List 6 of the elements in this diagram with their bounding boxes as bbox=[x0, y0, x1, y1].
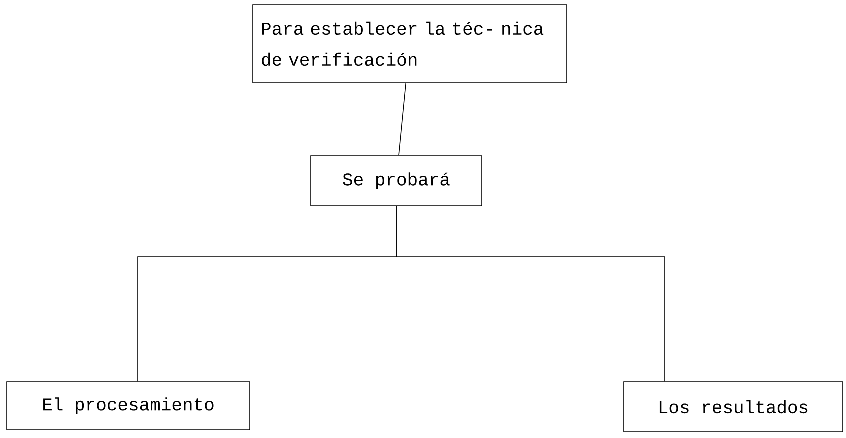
process-box: Para establecer la téc- nica de verificación bbox=[252, 4, 568, 84]
process-box: Se probará bbox=[310, 156, 482, 206]
connector-line bbox=[396, 206, 666, 382]
process-box: El procesamiento bbox=[6, 382, 250, 430]
process-box: Los resultados bbox=[624, 382, 844, 432]
connector-line bbox=[398, 83, 407, 156]
